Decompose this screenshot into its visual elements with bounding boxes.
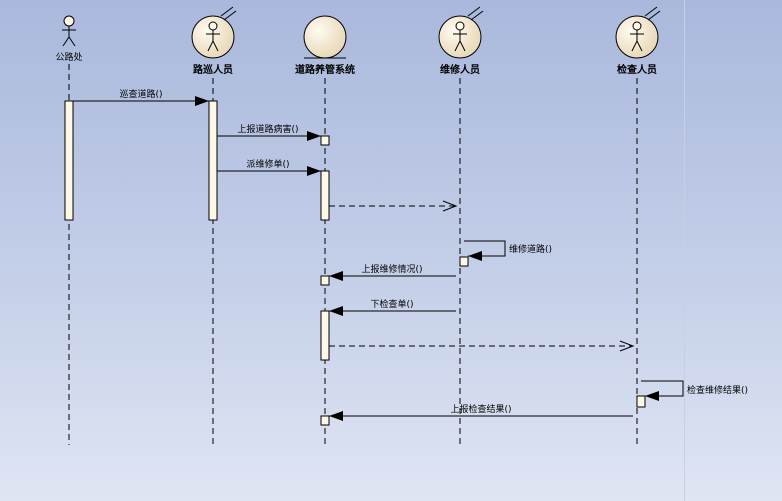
activation-gonglu[interactable] bbox=[64, 100, 74, 221]
message-label: 上报道路病害() bbox=[237, 123, 298, 135]
message-arrow[interactable]: 巡查道路() bbox=[73, 88, 209, 106]
message-arrow[interactable]: 上报检查结果() bbox=[329, 403, 633, 421]
open-arrowhead-icon bbox=[442, 200, 458, 212]
arrowhead-icon bbox=[468, 251, 482, 261]
actor-weixiu[interactable]: 维修人员 bbox=[438, 6, 484, 76]
message-label: 上报检查结果() bbox=[450, 403, 511, 415]
message-arrow[interactable]: 上报道路病害() bbox=[217, 123, 321, 141]
activation-system[interactable] bbox=[320, 170, 330, 221]
arrowhead-icon bbox=[195, 96, 209, 106]
activation-xunlu[interactable] bbox=[208, 100, 218, 221]
actor-system[interactable]: 道路养管系统 bbox=[295, 15, 355, 76]
message-label: 下检查单() bbox=[370, 298, 413, 310]
activation-system[interactable] bbox=[320, 310, 330, 361]
actor-gonglu[interactable]: 公路处 bbox=[55, 15, 83, 63]
worker-icon bbox=[191, 6, 237, 59]
page-divider bbox=[684, 0, 685, 501]
activation-jiancha[interactable] bbox=[636, 395, 646, 408]
worker-icon bbox=[438, 6, 484, 59]
open-arrowhead-icon bbox=[619, 340, 635, 352]
actor-name: 道路养管系统 bbox=[295, 63, 355, 76]
arrowhead-icon bbox=[307, 131, 321, 141]
actor-xunlu[interactable]: 路巡人员 bbox=[191, 6, 237, 76]
entity-icon bbox=[303, 15, 347, 59]
actor-name: 路巡人员 bbox=[193, 63, 233, 76]
actor-jiancha[interactable]: 检查人员 bbox=[615, 6, 661, 76]
worker-icon bbox=[615, 6, 661, 59]
message-label: 上报维修情况() bbox=[361, 263, 422, 275]
message-arrow-dashed[interactable] bbox=[329, 200, 458, 212]
message-arrow[interactable]: 上报维修情况() bbox=[329, 263, 456, 281]
actor-name: 检查人员 bbox=[617, 63, 657, 76]
self-message-arrow[interactable]: 维修道路() bbox=[464, 240, 552, 261]
message-arrow-dashed[interactable] bbox=[329, 340, 635, 352]
self-message-arrow[interactable]: 检查维修结果() bbox=[641, 380, 748, 401]
arrowhead-icon bbox=[307, 166, 321, 176]
activation-system[interactable] bbox=[320, 275, 330, 286]
arrowhead-icon bbox=[645, 391, 659, 401]
stick-figure-icon bbox=[62, 15, 76, 47]
message-arrow[interactable]: 下检查单() bbox=[329, 298, 456, 316]
arrowhead-icon bbox=[329, 271, 343, 281]
activation-weixiu[interactable] bbox=[459, 256, 469, 267]
actor-name: 维修人员 bbox=[440, 63, 480, 76]
message-label: 派维修单() bbox=[246, 158, 289, 170]
activation-system[interactable] bbox=[320, 415, 330, 426]
arrowhead-icon bbox=[329, 306, 343, 316]
message-label: 维修道路() bbox=[509, 243, 552, 255]
message-arrow[interactable]: 派维修单() bbox=[217, 158, 321, 176]
activation-system[interactable] bbox=[320, 135, 330, 146]
message-label: 检查维修结果() bbox=[687, 384, 748, 396]
arrowhead-icon bbox=[329, 411, 343, 421]
actor-name: 公路处 bbox=[55, 51, 82, 63]
message-label: 巡查道路() bbox=[119, 88, 162, 100]
